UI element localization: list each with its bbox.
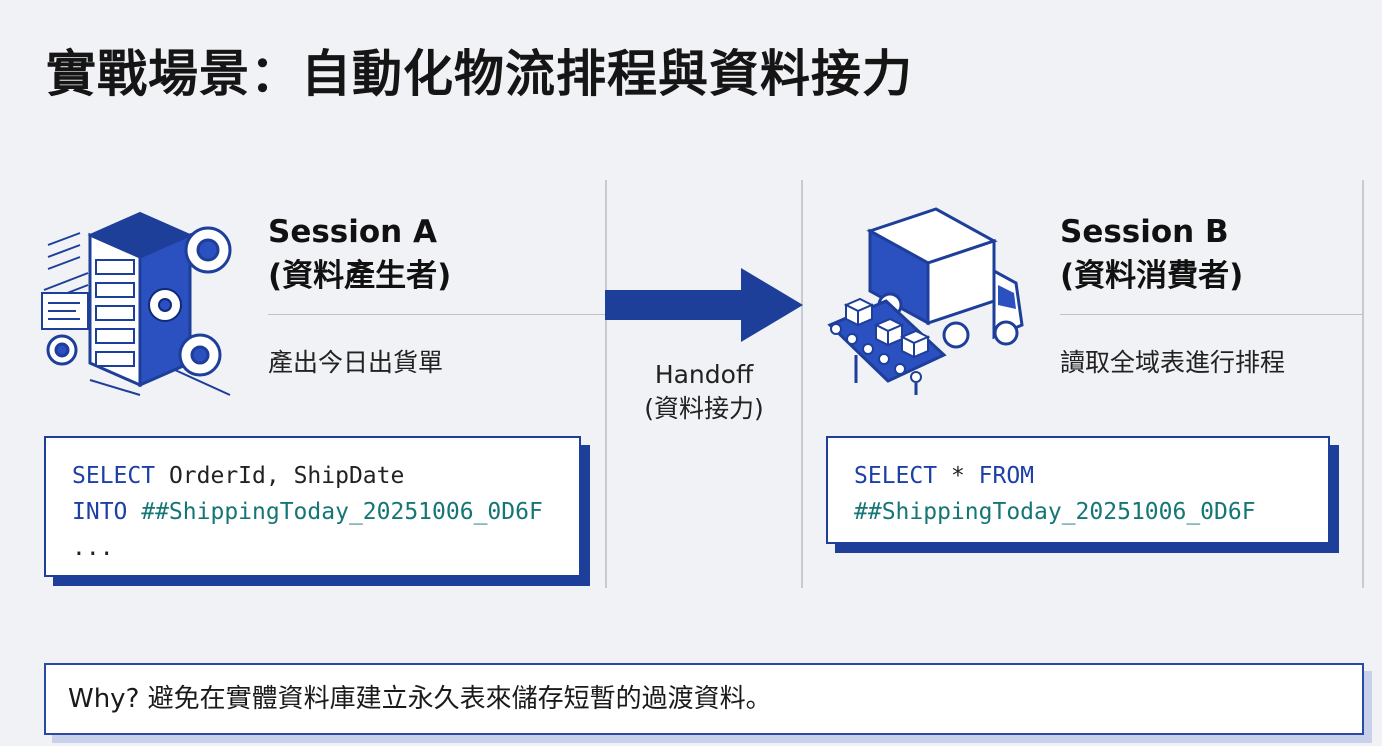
session-b-rule: [1060, 314, 1362, 315]
code-table-name: ##ShippingToday_20251006_0D6F: [127, 499, 543, 525]
session-a-name: Session A: [268, 214, 438, 250]
session-b-code-block: SELECT * FROM ##ShippingToday_20251006_0…: [826, 436, 1330, 544]
code-line-1: SELECT OrderId, ShipDate: [72, 458, 553, 494]
code-line-2: INTO ##ShippingToday_20251006_0D6F: [72, 494, 553, 530]
code-keyword: SELECT: [72, 463, 156, 489]
server-gears-icon: [41, 211, 232, 396]
code-line-1: SELECT * FROM: [854, 458, 1302, 494]
delivery-truck-conveyor-icon: [827, 207, 1024, 395]
handoff-subtitle: (資料接力): [644, 394, 764, 423]
session-a-rule: [268, 314, 605, 315]
session-a-role: (資料產生者): [268, 258, 452, 294]
session-a-title: Session A (資料產生者): [268, 210, 451, 298]
code-text: OrderId, ShipDate: [155, 463, 405, 489]
session-a-code-block: SELECT OrderId, ShipDate INTO ##Shipping…: [44, 436, 581, 577]
handoff-label: Handoff (資料接力): [604, 358, 804, 426]
session-b-title: Session B (資料消費者): [1060, 210, 1243, 298]
code-keyword: SELECT: [854, 463, 938, 489]
why-note: Why? 避免在實體資料庫建立永久表來儲存短暫的過渡資料。: [44, 663, 1364, 735]
code-line-3: ...: [72, 535, 114, 561]
session-b-role: (資料消費者): [1060, 258, 1244, 294]
code-text: *: [937, 463, 979, 489]
handoff-title: Handoff: [654, 360, 754, 389]
code-keyword: FROM: [978, 463, 1035, 489]
code-table-name: ##ShippingToday_20251006_0D6F: [854, 499, 1256, 525]
code-keyword: INTO: [72, 499, 128, 525]
divider-middle: [801, 180, 803, 588]
session-b-name: Session B: [1060, 214, 1229, 250]
divider-left: [605, 180, 607, 588]
page-title: 實戰場景：自動化物流排程與資料接力: [46, 45, 913, 103]
session-b-description: 讀取全域表進行排程: [1060, 348, 1286, 377]
arrow-right-icon: [605, 268, 803, 342]
session-a-description: 產出今日出貨單: [268, 348, 444, 377]
divider-right: [1362, 180, 1364, 588]
